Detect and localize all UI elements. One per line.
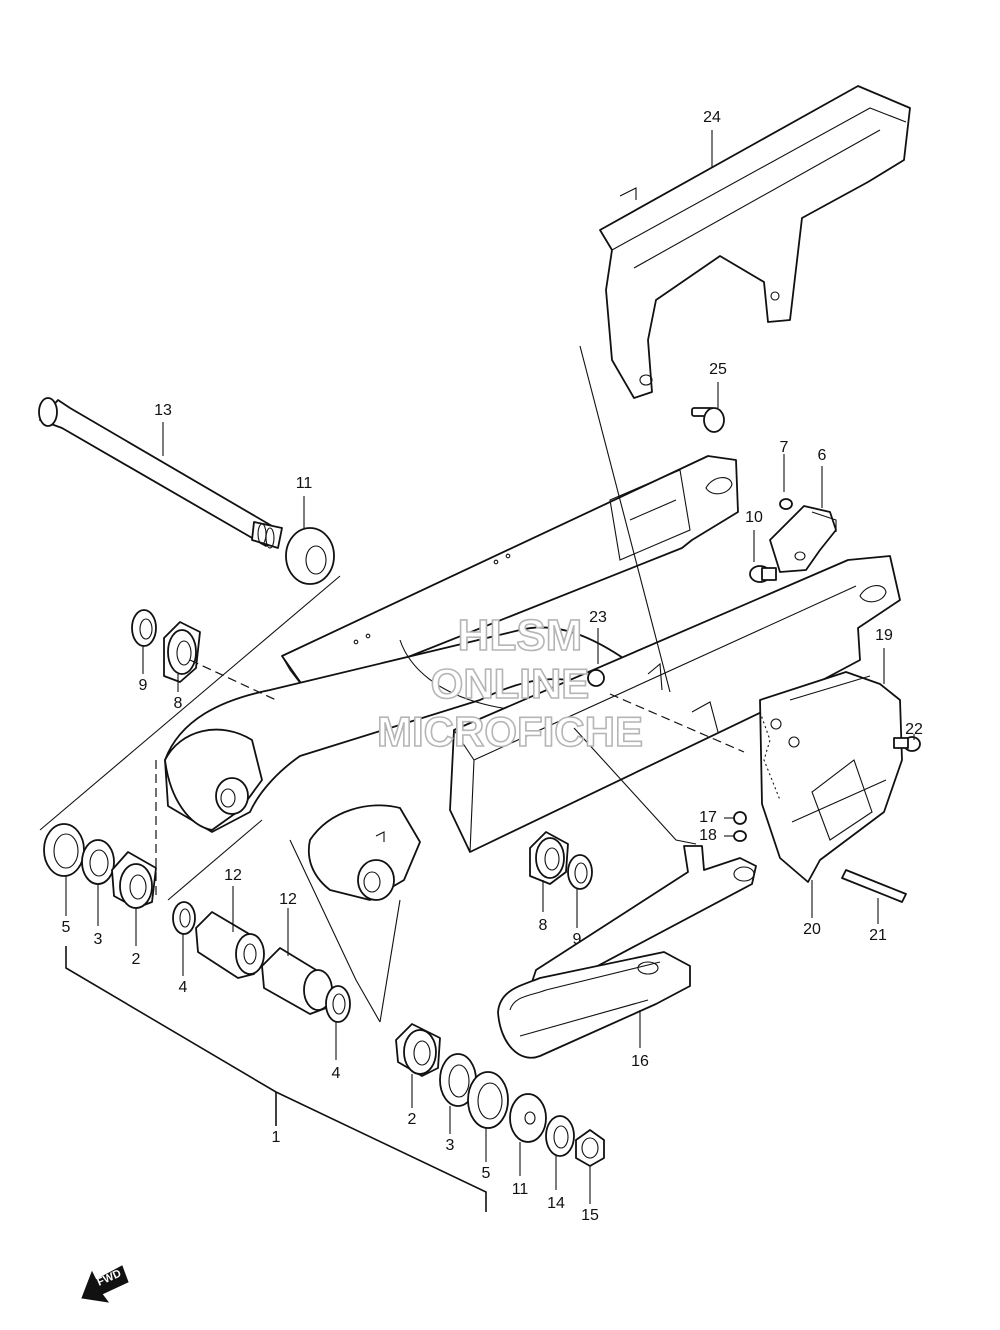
pivot-shaft-drawing xyxy=(38,397,283,549)
part-label-24[interactable]: 24 xyxy=(703,109,721,126)
left-bearing-set-drawing xyxy=(43,609,351,1023)
chain-case-drawing xyxy=(599,85,911,399)
part-label-11-lower[interactable]: 11 xyxy=(512,1181,529,1198)
fwd-arrow-icon xyxy=(81,1265,129,1303)
part-label-12-right[interactable]: 12 xyxy=(279,891,297,908)
part-label-2-right[interactable]: 2 xyxy=(408,1111,417,1128)
part-label-10[interactable]: 10 xyxy=(745,509,763,526)
part-labels: 24 25 13 11 7 6 10 23 19 22 17 17 18 20 … xyxy=(62,109,923,1224)
part-label-12-left[interactable]: 12 xyxy=(224,867,242,884)
fwd-arrow: FWD xyxy=(81,1265,129,1303)
part-label-6[interactable]: 6 xyxy=(818,447,827,464)
part-label-16-text[interactable]: 16 xyxy=(631,1053,649,1070)
part-label-14[interactable]: 14 xyxy=(547,1195,565,1212)
part-label-5-right[interactable]: 5 xyxy=(482,1165,491,1182)
watermark: HLSM ONLINE MICROFICHE xyxy=(376,610,644,756)
watermark-line1: HLSM xyxy=(458,611,583,660)
part-label-9-right[interactable]: 9 xyxy=(573,931,582,948)
part-label-4-right[interactable]: 4 xyxy=(332,1065,341,1082)
collar-11-upper-drawing xyxy=(285,527,335,585)
watermark-line3: MICROFICHE xyxy=(377,708,643,755)
part-label-17-text[interactable]: 17 xyxy=(699,809,717,826)
watermark-line2: ONLINE xyxy=(431,660,590,707)
part-label-5-left[interactable]: 5 xyxy=(62,919,71,936)
part-label-2-left[interactable]: 2 xyxy=(132,951,141,968)
part-label-25[interactable]: 25 xyxy=(709,361,727,378)
part-label-3-right[interactable]: 3 xyxy=(446,1137,455,1154)
chain-buffer-drawing xyxy=(497,811,757,1059)
part-label-23[interactable]: 23 xyxy=(589,609,607,626)
part-label-8-left[interactable]: 8 xyxy=(174,695,183,712)
bolt-25-drawing xyxy=(691,407,725,433)
bracket-6-drawing xyxy=(749,498,837,583)
part-label-21[interactable]: 21 xyxy=(869,927,887,944)
chain-guide-drawing xyxy=(587,669,921,903)
part-label-18[interactable]: 18 xyxy=(699,827,717,844)
right-bearing-set-drawing xyxy=(395,831,605,1167)
part-label-13[interactable]: 13 xyxy=(154,402,172,419)
part-label-9-left[interactable]: 9 xyxy=(139,677,148,694)
part-label-8-right[interactable]: 8 xyxy=(539,917,548,934)
part-label-20[interactable]: 20 xyxy=(803,921,821,938)
part-label-1[interactable]: 1 xyxy=(272,1129,281,1146)
part-label-4-left[interactable]: 4 xyxy=(179,979,188,996)
part-label-3-left[interactable]: 3 xyxy=(94,931,103,948)
part-label-15[interactable]: 15 xyxy=(581,1207,599,1224)
part-label-11-upper[interactable]: 11 xyxy=(296,475,313,492)
part-label-7[interactable]: 7 xyxy=(780,439,789,456)
leader-lines xyxy=(39,130,915,1212)
part-label-19[interactable]: 19 xyxy=(875,627,893,644)
part-label-22[interactable]: 22 xyxy=(905,721,923,738)
